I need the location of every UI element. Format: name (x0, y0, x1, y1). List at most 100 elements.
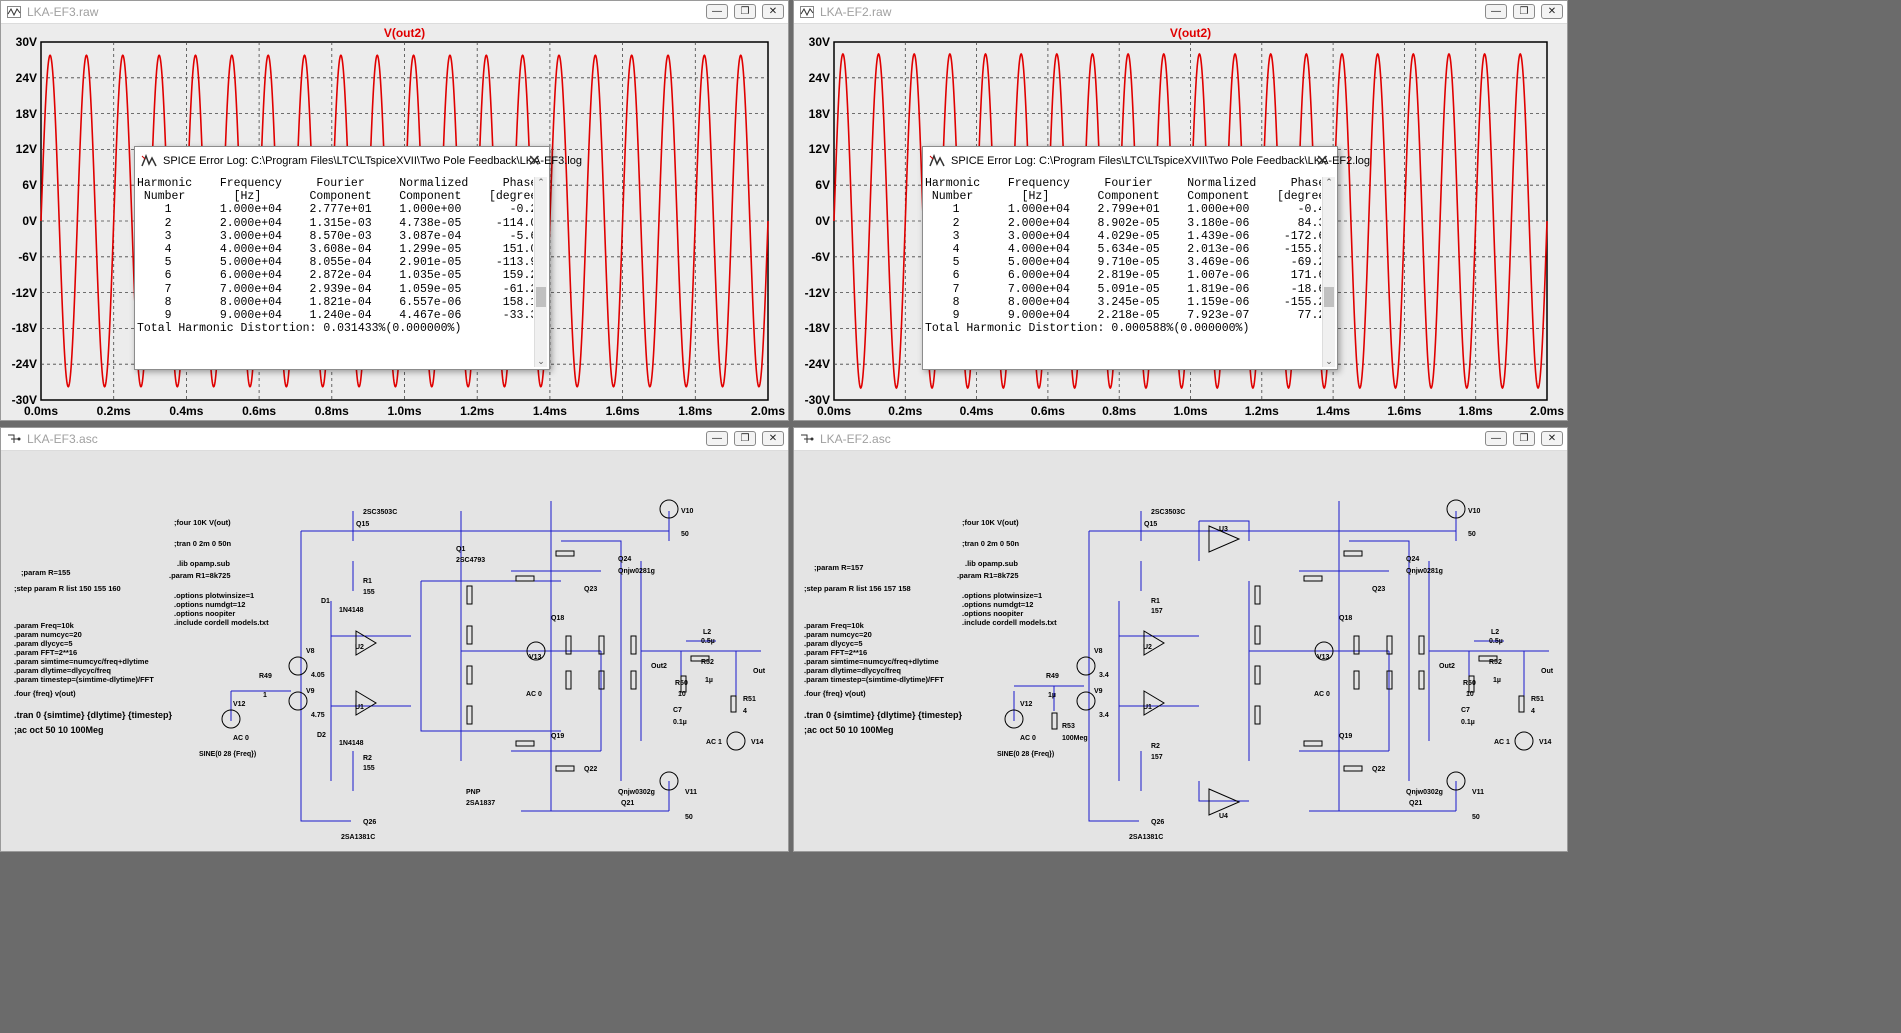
v10-value: 50 (681, 531, 689, 538)
dialog-titlebar[interactable]: SPICE Error Log: C:\Program Files\LTC\LT… (135, 147, 582, 175)
trace-title[interactable]: V(out2) (1169, 26, 1212, 40)
log-row: 7 7.000e+04 5.091e-05 1.819e-06 -18.67° (925, 282, 1321, 296)
v14-ref: V14 (751, 739, 764, 746)
l2-value: 0.5µ (701, 638, 715, 645)
minimize-button[interactable]: — (1485, 4, 1507, 19)
scroll-down-icon[interactable]: ⌄ (537, 356, 545, 366)
trace-title[interactable]: V(out2) (383, 26, 426, 40)
close-button[interactable]: ✕ (1541, 431, 1563, 446)
directive-step[interactable]: ;step param R list 150 155 160 (14, 584, 121, 593)
log-header-2: Number [Hz] Component Component [degree] (137, 190, 533, 204)
minimize-icon: — (1491, 433, 1501, 444)
restore-button[interactable]: ❐ (1513, 431, 1535, 446)
r52-value: 1µ (705, 677, 713, 684)
d2-ref: D2 (317, 732, 326, 739)
out-label: Out (753, 668, 766, 675)
q26-model: 2SA1381C (1129, 834, 1164, 841)
close-button[interactable]: ✕ (762, 4, 784, 19)
directive-four[interactable]: ;four 10K V(out) (962, 518, 1019, 527)
x-tick-label: 1.6ms (1387, 404, 1422, 418)
minimize-button[interactable]: — (706, 4, 728, 19)
close-button[interactable]: ✕ (1541, 4, 1563, 19)
v8-ref: V8 (1094, 648, 1103, 655)
window-titlebar[interactable]: LKA-EF2.asc — ❐ ✕ (794, 428, 1567, 451)
v11-value: 50 (685, 814, 693, 821)
q15-ref: Q15 (356, 521, 370, 528)
r49-value: 1µ (1048, 692, 1056, 699)
directive-params[interactable]: .param Freq=10k .param numcyc=20 .param … (804, 621, 944, 684)
directive-four-freq[interactable]: .four {freq} v(out) (804, 689, 866, 698)
directive-tran[interactable]: .tran 0 {simtime} {dlytime} {timestep} (14, 710, 173, 720)
directive-tran-commented[interactable]: ;tran 0 2m 0 50n (174, 539, 232, 548)
minimize-icon: — (1491, 6, 1501, 17)
pnp-model: 2SA1837 (466, 800, 496, 807)
log-scrollbar[interactable]: ⌃ ⌄ (1322, 177, 1335, 367)
directive-lib[interactable]: .lib opamp.sub (177, 559, 230, 568)
restore-button[interactable]: ❐ (1513, 4, 1535, 19)
scroll-down-icon[interactable]: ⌄ (1325, 356, 1333, 366)
window-titlebar[interactable]: LKA-EF3.asc — ❐ ✕ (1, 428, 788, 451)
schematic-window-ef2[interactable]: LKA-EF2.asc — ❐ ✕ (793, 427, 1568, 852)
schematic-canvas[interactable]: ;four 10K V(out) ;tran 0 2m 0 50n .lib o… (1, 451, 788, 851)
y-tick-label: 0V (815, 214, 830, 228)
directive-ac[interactable]: ;ac oct 50 10 100Meg (14, 725, 104, 735)
directive-four[interactable]: ;four 10K V(out) (174, 518, 231, 527)
scroll-thumb[interactable] (1324, 287, 1334, 307)
directive-params[interactable]: .param Freq=10k .param numcyc=20 .param … (14, 621, 154, 684)
schematic-wiring (1004, 499, 1549, 822)
y-tick-label: 0V (22, 214, 37, 228)
directive-lib[interactable]: .lib opamp.sub (965, 559, 1018, 568)
dialog-close-icon[interactable]: ✕ (527, 153, 541, 170)
x-tick-label: 0.6ms (242, 404, 277, 418)
directive-tran[interactable]: .tran 0 {simtime} {dlytime} {timestep} (804, 710, 963, 720)
q24-ref: Q24 (1406, 556, 1420, 563)
spice-error-log-dialog-ef2[interactable]: SPICE Error Log: C:\Program Files\LTC\LT… (922, 146, 1370, 370)
minimize-button[interactable]: — (1485, 431, 1507, 446)
v9-value: 3.4 (1099, 712, 1109, 719)
v12-ref: V12 (1020, 701, 1033, 708)
q21-ref: Q21 (621, 800, 635, 807)
dialog-close-icon[interactable]: ✕ (1315, 153, 1329, 170)
window-titlebar[interactable]: LKA-EF2.raw — ❐ ✕ (794, 1, 1567, 24)
u1-ref: U1 (355, 704, 364, 711)
v14-ref: V14 (1539, 739, 1552, 746)
log-scrollbar[interactable]: ⌃ ⌄ (534, 177, 547, 367)
restore-icon: ❐ (740, 6, 750, 17)
restore-button[interactable]: ❐ (734, 4, 756, 19)
schematic-window-ef3[interactable]: LKA-EF3.asc — ❐ ✕ (0, 427, 789, 852)
window-titlebar[interactable]: LKA-EF3.raw — ❐ ✕ (1, 1, 788, 24)
x-tick-label: 0.6ms (1030, 404, 1065, 418)
x-tick-label: 0.4ms (169, 404, 204, 418)
directive-param-r[interactable]: ;param R=155 (21, 568, 71, 577)
close-icon: ✕ (768, 433, 778, 444)
window-title: LKA-EF3.asc (27, 432, 98, 446)
directive-param-r1[interactable]: .param R1=8k725 (957, 571, 1019, 580)
directive-ac[interactable]: ;ac oct 50 10 100Meg (804, 725, 894, 735)
x-tick-label: 0.8ms (1102, 404, 1137, 418)
directive-tran-commented[interactable]: ;tran 0 2m 0 50n (962, 539, 1020, 548)
log-text[interactable]: Harmonic Frequency Fourier Normalized Ph… (925, 177, 1321, 367)
spice-error-log-dialog-ef3[interactable]: SPICE Error Log: C:\Program Files\LTC\LT… (134, 146, 582, 370)
directive-options[interactable]: .options plotwinsize=1 .options numdgt=1… (962, 591, 1057, 627)
scroll-up-icon[interactable]: ⌃ (537, 177, 545, 187)
close-button[interactable]: ✕ (762, 431, 784, 446)
schematic-canvas[interactable]: ;four 10K V(out) ;tran 0 2m 0 50n .lib o… (794, 451, 1567, 851)
directive-param-r1[interactable]: .param R1=8k725 (169, 571, 231, 580)
minimize-button[interactable]: — (706, 431, 728, 446)
x-tick-label: 0.0ms (23, 404, 59, 418)
scroll-thumb[interactable] (536, 287, 546, 307)
q15-ref: Q15 (1144, 521, 1158, 528)
log-text[interactable]: Harmonic Frequency Fourier Normalized Ph… (137, 177, 533, 367)
directive-step[interactable]: ;step param R list 156 157 158 (804, 584, 911, 593)
directive-param-r[interactable]: ;param R=157 (814, 563, 864, 572)
directive-four-freq[interactable]: .four {freq} v(out) (14, 689, 76, 698)
directive-options[interactable]: .options plotwinsize=1 .options numdgt=1… (174, 591, 269, 627)
restore-button[interactable]: ❐ (734, 431, 756, 446)
q23-ref: Q23 (584, 586, 598, 593)
y-tick-label: 12V (808, 142, 830, 157)
scroll-up-icon[interactable]: ⌃ (1325, 177, 1333, 187)
r52-ref: R52 (701, 659, 714, 666)
r1-value: 155 (363, 589, 375, 596)
dialog-titlebar[interactable]: SPICE Error Log: C:\Program Files\LTC\LT… (923, 147, 1370, 175)
r50-value: 10 (678, 691, 686, 698)
